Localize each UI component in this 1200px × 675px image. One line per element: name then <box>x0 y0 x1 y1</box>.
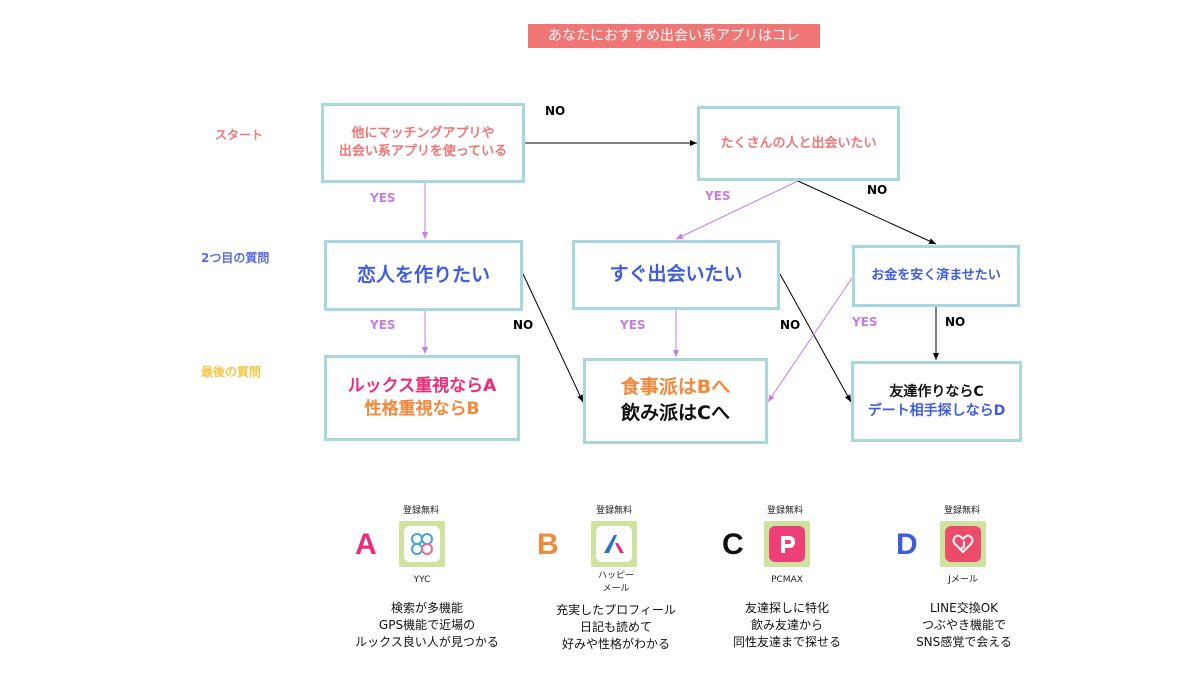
node-look-text: ルックス重視ならA <box>347 376 497 397</box>
app-a-desc-line3: ルックス良い人が見つかる <box>355 634 499 649</box>
app-b-name: ハッピー メール <box>576 570 656 596</box>
row-label-last: 最後の質問 <box>201 365 262 379</box>
app-d-desc-line2: つぶやき機能で <box>921 617 1006 632</box>
node-start-line1: 他にマッチングアプリや <box>351 126 495 142</box>
app-b-desc-line3: 好みや性格がわかる <box>561 636 670 651</box>
node-look-personality: ルックス重視ならA 性格重視ならB <box>324 355 520 441</box>
node-start: 他にマッチングアプリや 出会い系アプリを使っている <box>321 103 525 183</box>
app-b-description: 充実したプロフィール 日記も読めて 好みや性格がわかる <box>506 602 726 652</box>
node-many-text: たくさんの人と出会いたい <box>720 135 877 151</box>
edge-label-no-many: NO <box>867 183 888 197</box>
app-b-frame[interactable] <box>591 521 637 567</box>
node-cheap-text: お金を安く済ませたい <box>871 268 1001 284</box>
node-soon-text: すぐ出会いたい <box>609 263 743 286</box>
app-a-name: YYC <box>413 575 431 585</box>
app-b-letter: B <box>537 528 559 561</box>
edge-label-yes-soon: YES <box>620 318 646 332</box>
edge-label-no-lover: NO <box>513 318 534 332</box>
app-b-desc-line1: 充実したプロフィール <box>556 603 676 617</box>
app-b-name-line2: メール <box>602 584 630 595</box>
node-soon: すぐ出会いたい <box>572 240 780 310</box>
app-b-name-line1: ハッピー <box>597 571 634 581</box>
app-c-description: 友達探しに特化 飲み友達から 同性友達まで探せる <box>677 600 897 650</box>
row-label-start: スタート <box>215 128 264 142</box>
app-d-description: LINE交換OK つぶやき機能で SNS感覚で会える <box>854 600 1074 650</box>
row-label-q2: 2つ目の質問 <box>201 251 270 265</box>
edge-label-yes-start: YES <box>370 191 396 205</box>
app-c-name: PCMAX <box>771 575 803 585</box>
edge-lover-meal <box>522 273 584 403</box>
app-d-name: Jメール <box>948 575 978 585</box>
edge-cheap-meal <box>767 277 853 403</box>
node-cheap: お金を安く済ませたい <box>852 245 1020 307</box>
edge-soon-friend <box>779 273 852 403</box>
edge-label-no-cheap: NO <box>945 315 966 329</box>
node-many: たくさんの人と出会いたい <box>697 106 900 181</box>
app-a-desc-line2: GPS機能で近場の <box>378 617 476 632</box>
node-meal-text: 食事派はBへ <box>620 376 731 399</box>
app-c-free-label: 登録無料 <box>766 506 803 516</box>
app-d-free-label: 登録無料 <box>943 506 980 516</box>
edge-label-yes-cheap: YES <box>852 315 878 329</box>
pcmax-p-icon <box>769 526 805 562</box>
app-a-letter: A <box>355 528 377 561</box>
node-meal-drink: 食事派はBへ 飲み派はCへ <box>583 358 768 444</box>
app-c-desc-line3: 同性友達まで探せる <box>732 634 841 649</box>
node-lover-text: 恋人を作りたい <box>356 263 490 286</box>
node-start-line2: 出会い系アプリを使っている <box>338 144 508 159</box>
edge-label-yes-many: YES <box>705 189 731 203</box>
app-a-free-label: 登録無料 <box>402 506 439 516</box>
app-c-desc-line2: 飲み友達から <box>750 617 823 632</box>
app-b-free-label: 登録無料 <box>595 506 632 516</box>
edge-label-no-soon: NO <box>780 318 801 332</box>
app-a-frame[interactable] <box>399 521 445 567</box>
app-d-desc-line1: LINE交換OK <box>929 601 999 615</box>
app-b-desc-line2: 日記も読めて <box>579 619 652 634</box>
jmail-heart-icon <box>945 526 981 562</box>
app-c-desc-line1: 友達探しに特化 <box>744 601 829 615</box>
app-d-letter: D <box>896 528 918 561</box>
clover-heart-icon <box>404 526 440 562</box>
edge-many-cheap <box>797 180 937 245</box>
edge-label-no-start: NO <box>545 104 566 118</box>
app-d-desc-line3: SNS感覚で会える <box>916 634 1012 649</box>
node-drink-text: 飲み派はCへ <box>621 402 730 424</box>
node-date-text: デート相手探しならD <box>867 402 1006 419</box>
app-c-letter: C <box>722 528 744 561</box>
node-friend-text: 友達作りならC <box>889 383 984 400</box>
edge-label-yes-lover: YES <box>370 318 396 332</box>
edge-many-soon <box>675 180 799 240</box>
node-personality-text: 性格重視ならB <box>364 399 480 419</box>
app-a-description: 検索が多機能 GPS機能で近場の ルックス良い人が見つかる <box>317 600 537 650</box>
app-a-desc-line1: 検索が多機能 <box>390 601 463 615</box>
happymail-a-icon <box>596 526 632 562</box>
node-friend-date: 友達作りならC デート相手探しならD <box>851 361 1022 442</box>
app-c-frame[interactable] <box>764 521 810 567</box>
app-d-frame[interactable] <box>940 521 986 567</box>
node-lover: 恋人を作りたい <box>324 240 523 311</box>
diagram-title: あなたにおすすめ出会い系アプリはコレ <box>528 24 820 48</box>
